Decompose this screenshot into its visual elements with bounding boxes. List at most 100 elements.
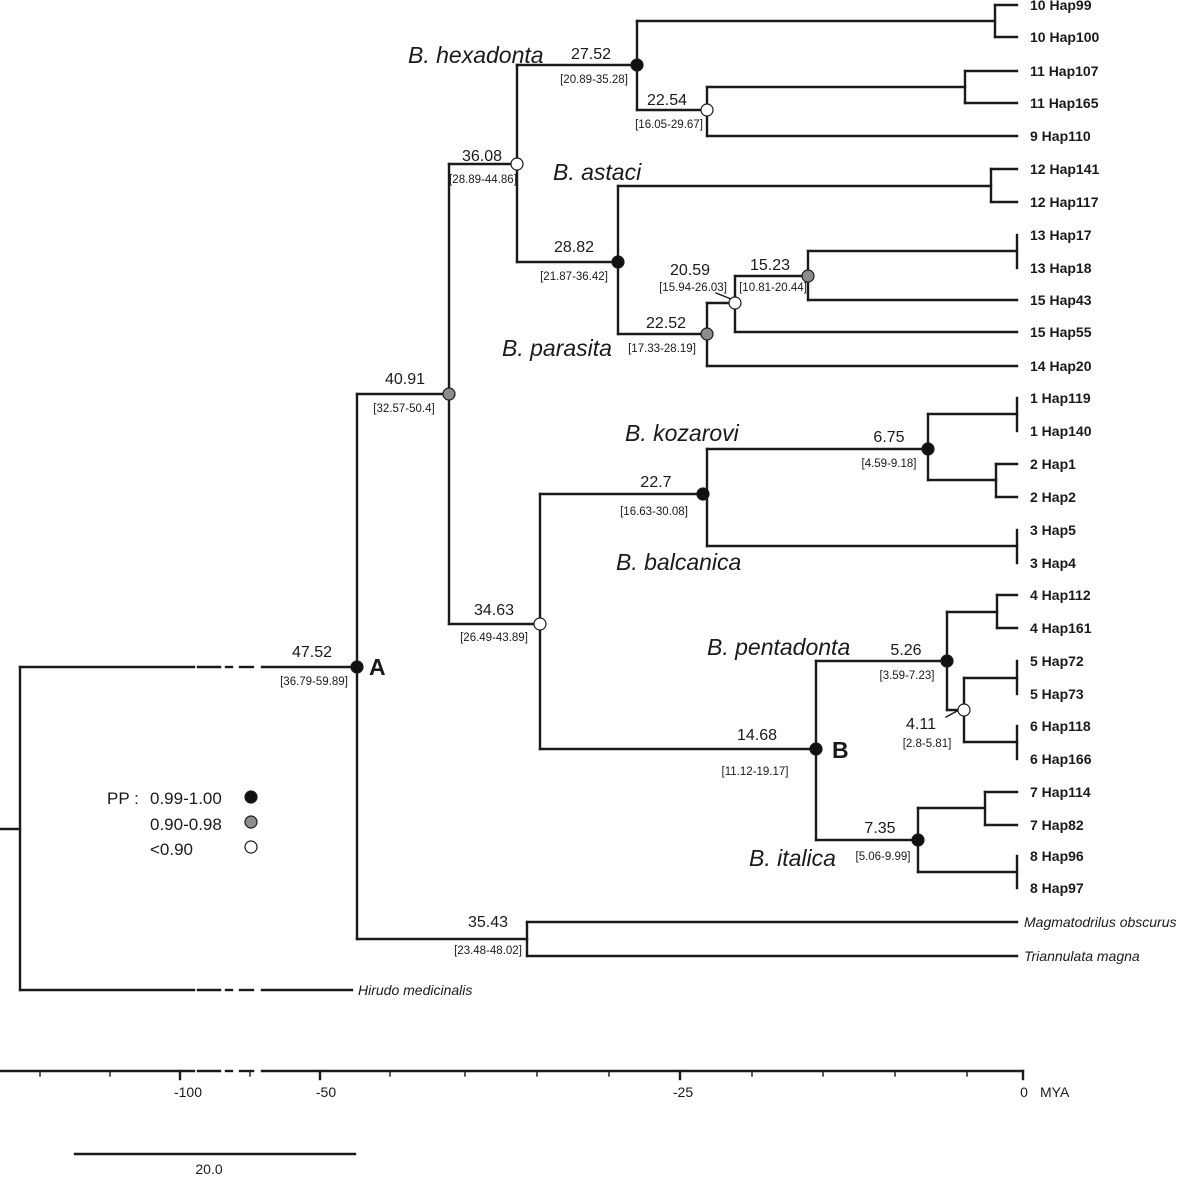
node-hpd: [5.06-9.99] bbox=[856, 851, 911, 863]
node-hpd: [21.87-36.42] bbox=[540, 271, 608, 283]
node-age: 5.26 bbox=[890, 642, 921, 659]
tip-label: 12 Hap141 bbox=[1030, 161, 1099, 177]
axis-tick-label: 0 bbox=[1020, 1084, 1028, 1100]
node-hpd: [15.94-26.03] bbox=[659, 282, 727, 294]
tip-label: 13 Hap17 bbox=[1030, 227, 1092, 243]
node-22-7-support-dot bbox=[696, 487, 710, 501]
node-hpd: [20.89-35.28] bbox=[560, 74, 628, 86]
axis-unit-label: MYA bbox=[1040, 1084, 1070, 1100]
node-circles bbox=[350, 58, 971, 847]
node-age: 28.82 bbox=[554, 239, 594, 256]
node-34-support-dot bbox=[533, 617, 547, 631]
node-age: 47.52 bbox=[292, 644, 332, 661]
legend-swatch-high bbox=[244, 790, 258, 804]
node-15-support-dot bbox=[801, 269, 815, 283]
outgroup-label: Hirudo medicinalis bbox=[358, 982, 472, 998]
tip-label: 7 Hap82 bbox=[1030, 817, 1084, 833]
node-b-support-dot bbox=[809, 742, 823, 756]
node-age: 27.52 bbox=[571, 46, 611, 63]
tip-label: 15 Hap43 bbox=[1030, 292, 1092, 308]
tip-label: 10 Hap100 bbox=[1030, 29, 1099, 45]
node-age: 4.11 bbox=[906, 716, 936, 733]
outgroup-label: Magmatodrilus obscurus bbox=[1024, 914, 1177, 930]
node-age: 6.75 bbox=[873, 429, 904, 446]
legend-label: 0.99-1.00 bbox=[150, 789, 222, 808]
tip-label: 1 Hap140 bbox=[1030, 423, 1092, 439]
node-36-support-dot bbox=[510, 157, 524, 171]
legend-title: PP : bbox=[107, 789, 139, 808]
node-hpd: [32.57-50.4] bbox=[373, 403, 434, 415]
node-hpd-labels: [36.79-59.89] [32.57-50.4] [28.89-44.86]… bbox=[280, 74, 951, 957]
axis-minor-ticks bbox=[39, 1070, 968, 1077]
node-hpd: [36.79-59.89] bbox=[280, 676, 348, 688]
axis-tick-label: -100 bbox=[174, 1084, 202, 1100]
node-marker-b: B bbox=[832, 737, 849, 763]
node-age: 40.91 bbox=[385, 371, 425, 388]
clade-label: B. hexadonta bbox=[408, 42, 544, 68]
tip-labels: 10 Hap99 10 Hap100 11 Hap107 11 Hap165 9… bbox=[358, 0, 1177, 998]
node-hpd: [10.81-20.44] bbox=[739, 282, 807, 294]
clade-label: B. pentadonta bbox=[707, 634, 850, 660]
node-age-labels: 47.52 40.91 36.08 27.52 22.54 28.82 22.5… bbox=[292, 46, 936, 931]
pp-legend: PP : 0.99-1.00 0.90-0.98 <0.90 bbox=[107, 789, 258, 859]
node-hpd: [17.33-28.19] bbox=[628, 343, 696, 355]
legend-swatch-low bbox=[244, 840, 258, 854]
tip-label: 2 Hap1 bbox=[1030, 456, 1076, 472]
node-a-support-dot bbox=[350, 660, 364, 674]
tip-label: 13 Hap18 bbox=[1030, 260, 1092, 276]
tip-label: 9 Hap110 bbox=[1030, 128, 1091, 144]
node-hpd: [4.59-9.18] bbox=[862, 458, 917, 470]
clade-label: B. italica bbox=[749, 845, 836, 871]
tip-label: 12 Hap117 bbox=[1030, 194, 1099, 210]
node-hpd: [26.49-43.89] bbox=[460, 632, 528, 644]
outgroup-label: Triannulata magna bbox=[1024, 948, 1140, 964]
tip-label: 14 Hap20 bbox=[1030, 358, 1092, 374]
node-age: 34.63 bbox=[474, 602, 514, 619]
legend-label: 0.90-0.98 bbox=[150, 815, 222, 834]
scale-bar-label: 20.0 bbox=[195, 1161, 222, 1176]
node-age: 15.23 bbox=[750, 257, 790, 274]
node-marker-a: A bbox=[369, 654, 386, 680]
node-hpd: [16.05-29.67] bbox=[635, 119, 703, 131]
leader-4-11 bbox=[945, 709, 960, 718]
node-hpd: [2.8-5.81] bbox=[903, 738, 952, 750]
node-7-35-support-dot bbox=[911, 833, 925, 847]
tip-label: 4 Hap112 bbox=[1030, 587, 1091, 603]
node-age: 7.35 bbox=[864, 820, 895, 837]
tip-label: 3 Hap5 bbox=[1030, 522, 1076, 538]
tip-label: 2 Hap2 bbox=[1030, 489, 1076, 505]
tip-label: 8 Hap96 bbox=[1030, 848, 1084, 864]
tip-label: 6 Hap118 bbox=[1030, 718, 1091, 734]
node-age: 36.08 bbox=[462, 148, 502, 165]
axis-tick-label: -50 bbox=[316, 1084, 336, 1100]
leader-20-59 bbox=[715, 292, 732, 300]
clade-labels: B. hexadonta B. astaci B. parasita B. ko… bbox=[408, 42, 850, 871]
scale-bar: 20.0 bbox=[73, 1152, 357, 1177]
node-hpd: [28.89-44.86] bbox=[449, 174, 517, 186]
node-28-support-dot bbox=[611, 255, 625, 269]
clade-label: B. parasita bbox=[502, 335, 612, 361]
tip-label: 5 Hap72 bbox=[1030, 653, 1084, 669]
node-age: 20.59 bbox=[670, 262, 710, 279]
tip-label: 5 Hap73 bbox=[1030, 686, 1084, 702]
node-40-support-dot bbox=[442, 387, 456, 401]
tip-label: 3 Hap4 bbox=[1030, 555, 1076, 571]
tip-label: 15 Hap55 bbox=[1030, 324, 1092, 340]
node-4-11-support-dot bbox=[957, 703, 971, 717]
node-22-52-support-dot bbox=[700, 327, 714, 341]
node-age: 35.43 bbox=[468, 914, 508, 931]
node-27-support-dot bbox=[630, 58, 644, 72]
tip-label: 7 Hap114 bbox=[1030, 784, 1091, 800]
node-hpd: [16.63-30.08] bbox=[620, 506, 688, 518]
tip-label: 11 Hap165 bbox=[1030, 95, 1099, 111]
node-22-54-support-dot bbox=[700, 103, 714, 117]
node-age: 22.54 bbox=[647, 92, 687, 109]
tip-label: 8 Hap97 bbox=[1030, 880, 1084, 896]
clade-label: B. kozarovi bbox=[625, 420, 740, 446]
node-hpd: [11.12-19.17] bbox=[722, 766, 789, 778]
node-20-59-support-dot bbox=[728, 296, 742, 310]
node-age: 22.52 bbox=[646, 315, 686, 332]
clade-label: B. astaci bbox=[553, 159, 642, 185]
